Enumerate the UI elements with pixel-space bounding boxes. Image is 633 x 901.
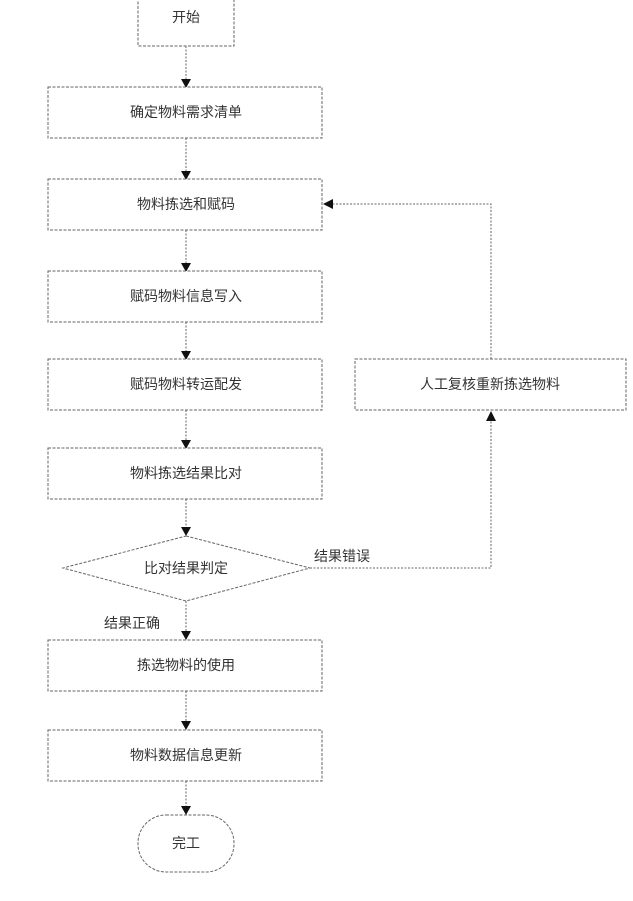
step4-label: 赋码物料转运配发 xyxy=(130,377,242,393)
edge-label-correct: 结果正确 xyxy=(104,616,160,632)
arrowhead xyxy=(181,806,191,815)
step6-label: 拣选物料的使用 xyxy=(137,657,235,674)
step3-label: 赋码物料信息写入 xyxy=(130,288,242,305)
connector-decision-manual xyxy=(310,420,491,568)
manual-label: 人工复核重新拣选物料 xyxy=(420,376,560,393)
arrowhead xyxy=(486,411,496,421)
step2-label: 物料拣选和赋码 xyxy=(137,197,235,213)
start-label: 开始 xyxy=(172,10,200,26)
end-label: 完工 xyxy=(172,836,200,852)
process-manual-recheck: 人工复核重新拣选物料 xyxy=(355,359,626,410)
connector-manual-step2 xyxy=(332,204,491,359)
decision-label: 比对结果判定 xyxy=(144,561,228,577)
process-compare-results: 物料拣选结果比对 xyxy=(48,448,322,499)
arrowhead xyxy=(323,199,333,209)
step7-label: 物料数据信息更新 xyxy=(130,747,242,764)
process-update-data: 物料数据信息更新 xyxy=(48,730,322,781)
process-write-info: 赋码物料信息写入 xyxy=(48,271,322,322)
process-determine-requirements: 确定物料需求清单 xyxy=(48,87,322,138)
arrowhead xyxy=(181,527,191,536)
process-transfer-dispatch: 赋码物料转运配发 xyxy=(48,359,322,410)
arrowhead xyxy=(181,631,191,640)
decision-judge-results: 比对结果判定 xyxy=(63,536,310,601)
end-node: 完工 xyxy=(138,815,234,872)
process-pick-and-code: 物料拣选和赋码 xyxy=(48,179,322,230)
start-node: 开始 xyxy=(138,0,234,46)
step5-label: 物料拣选结果比对 xyxy=(130,466,242,482)
step1-label: 确定物料需求清单 xyxy=(130,105,242,121)
arrowhead xyxy=(181,721,191,730)
process-use-materials: 拣选物料的使用 xyxy=(48,640,322,691)
edge-label-wrong: 结果错误 xyxy=(314,549,370,565)
